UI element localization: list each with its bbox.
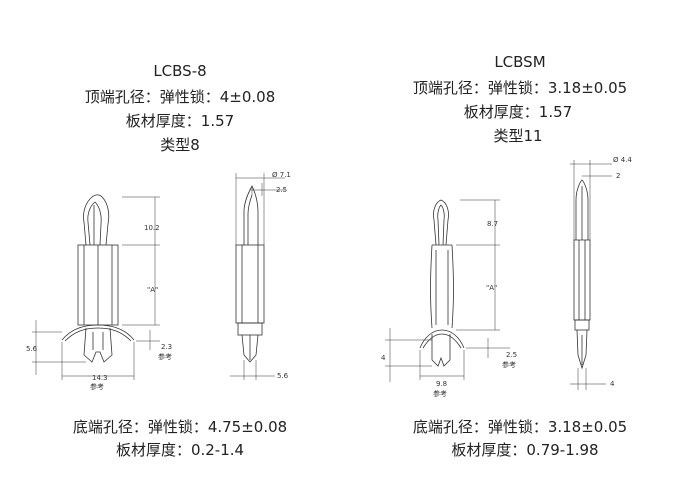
- right-bottom-hole-spec: 底端孔径：弹性锁：3.18±0.05: [412, 418, 628, 436]
- left-dim-a: "A": [147, 286, 159, 294]
- right-dim-tip: 2: [616, 172, 621, 180]
- right-panel-thickness: 板材厚度：1.57: [463, 103, 573, 121]
- left-dim-base-width: 14.3: [92, 374, 108, 382]
- right-front-view: [385, 199, 510, 382]
- left-type-label: 类型8: [160, 136, 200, 154]
- right-dim-dia: Ø 4.4: [613, 156, 632, 164]
- right-dim-base-width: 9.8: [436, 380, 448, 388]
- left-front-view: [32, 194, 160, 380]
- right-dim-ref: 参考: [433, 390, 447, 398]
- right-dim-ref-gap-label: 参考: [502, 361, 516, 369]
- right-bottom-panel-thickness: 板材厚度：0.79-1.98: [451, 441, 599, 459]
- left-dim-tip: 2.5: [276, 186, 288, 194]
- left-bottom-hole-spec: 底端孔径：弹性锁：4.75±0.08: [72, 418, 288, 436]
- left-dim-height-top: 10.2: [144, 224, 160, 232]
- left-dim-ref-gap-label: 参考: [158, 353, 172, 361]
- left-side-view: [230, 173, 285, 380]
- left-dim-bottom-w: 5.6: [277, 372, 289, 380]
- left-top-hole-spec: 顶端孔径：弹性锁：4±0.08: [84, 88, 276, 106]
- left-bottom-panel-thickness: 板材厚度：0.2-1.4: [115, 441, 245, 459]
- right-dim-bottom-w: 4: [610, 380, 615, 388]
- left-panel-thickness: 板材厚度：1.57: [125, 112, 235, 130]
- right-side-view: [570, 160, 612, 390]
- right-model-title: LCBSM: [494, 53, 546, 71]
- right-dim-a: "A": [486, 284, 498, 292]
- left-dim-dia: Ø 7.1: [272, 171, 291, 179]
- right-type-label: 类型11: [493, 127, 543, 145]
- right-dim-depth: 4: [381, 354, 386, 362]
- left-dim-depth: 5.6: [26, 345, 38, 353]
- left-model-title: LCBS-8: [153, 62, 207, 80]
- left-dim-ref-gap: 2.3: [161, 343, 173, 351]
- right-top-hole-spec: 顶端孔径：弹性锁：3.18±0.05: [412, 79, 628, 97]
- right-dim-ref-gap: 2.5: [506, 351, 518, 359]
- right-dim-height-top: 8.7: [487, 220, 499, 228]
- left-dim-ref: 参考: [90, 383, 104, 391]
